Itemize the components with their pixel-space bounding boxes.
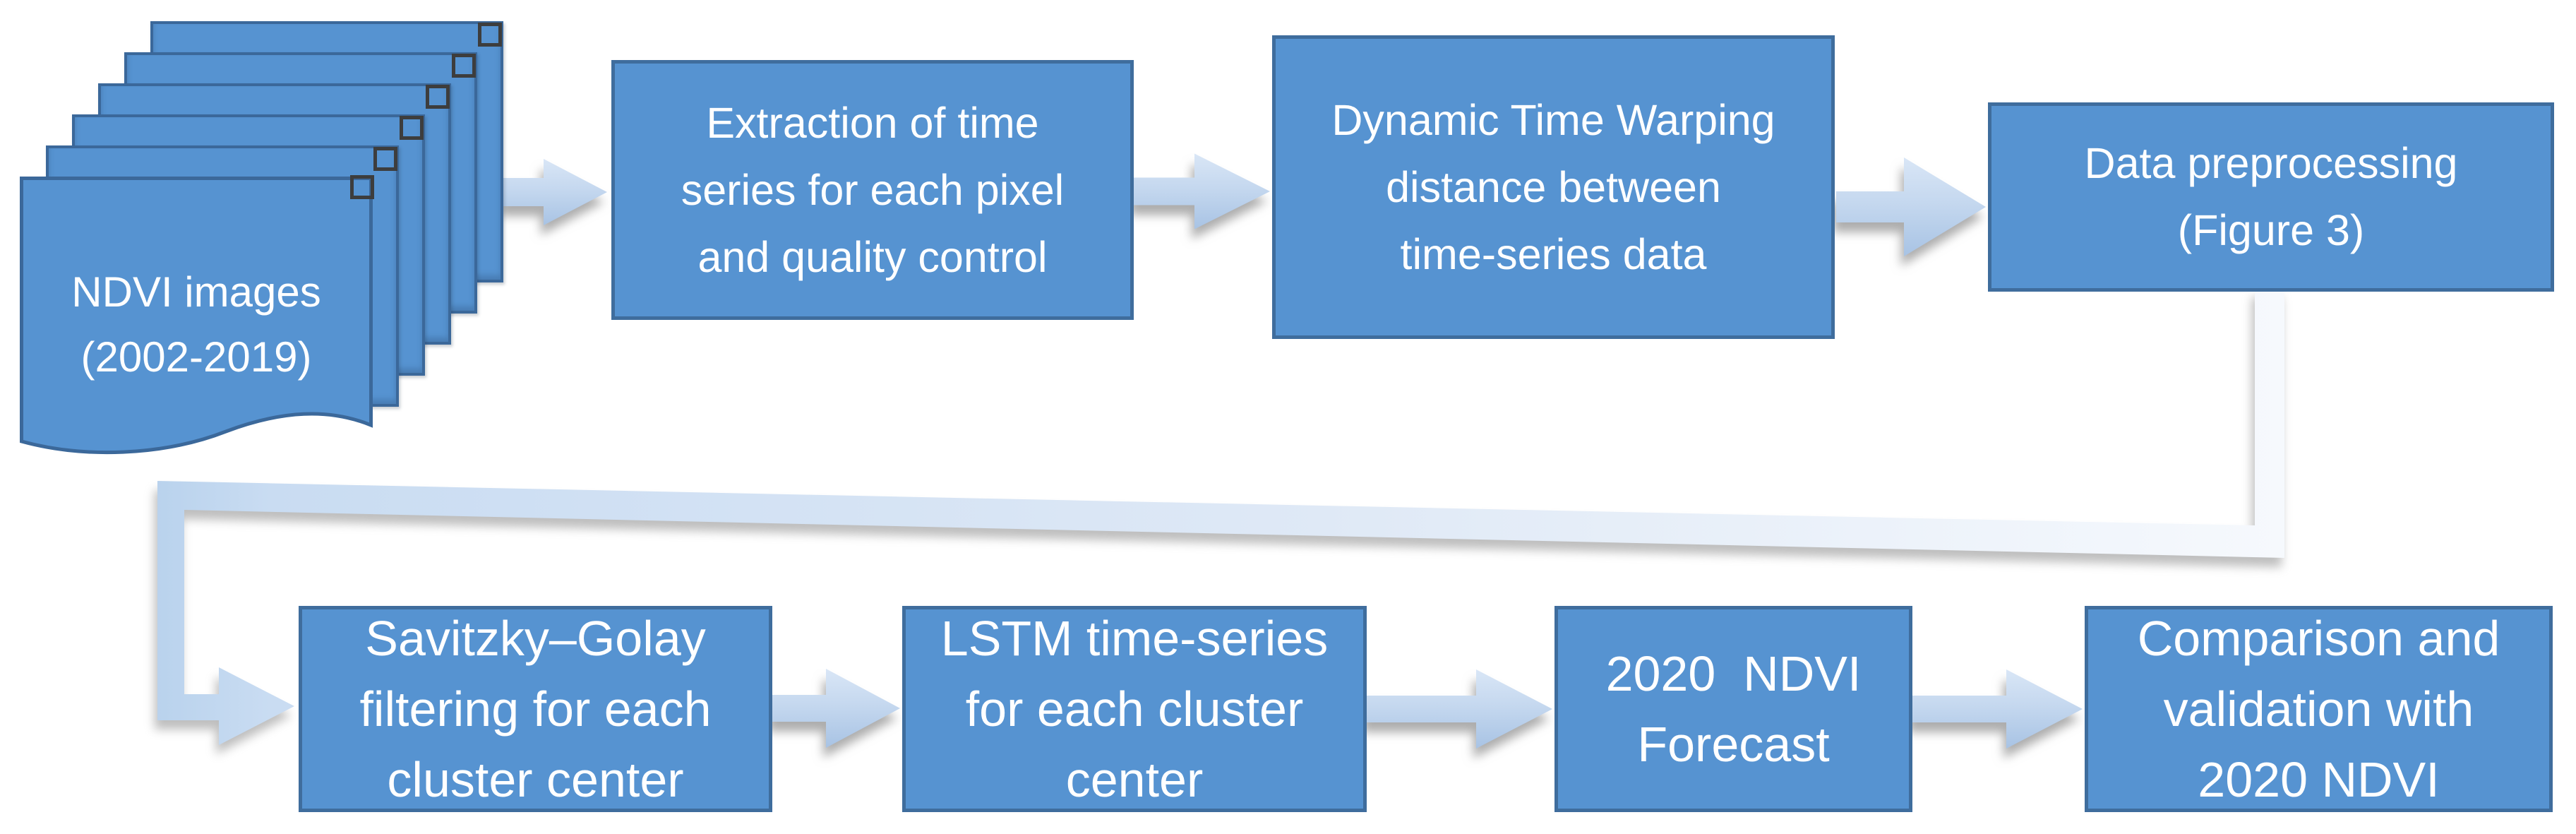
flow-box-label: Data preprocessing (Figure 3) — [2085, 130, 2458, 264]
page-corner-square-icon — [400, 116, 424, 140]
arrow-forecast-to-comparison — [1911, 669, 2083, 749]
flow-box-label-line: center — [1065, 752, 1204, 807]
flow-box-label-line: Forecast — [1637, 717, 1830, 772]
arrow-stack-to-extraction — [503, 159, 607, 225]
stack-label-line: NDVI images — [71, 268, 321, 316]
flow-box-label: Comparison and validation with 2020 NDVI — [2138, 603, 2500, 815]
flow-box-label: Savitzky–Golay filtering for each cluster … — [359, 603, 711, 815]
page-corner-square-icon — [350, 175, 374, 199]
flow-box-label-line: Savitzky–Golay — [365, 611, 706, 666]
flow-box-label-line: series for each pixel — [681, 165, 1065, 214]
flow-box-label: LSTM time-series for each cluster center — [941, 603, 1328, 815]
flow-box-dtw: Dynamic Time Warping distance between time… — [1272, 35, 1835, 339]
flow-box-label-line: LSTM time-series — [940, 611, 1329, 666]
flow-box-label-line: Comparison and — [2137, 611, 2500, 666]
page-corner-square-icon — [426, 85, 450, 109]
document-page-front: NDVI images (2002-2019) — [20, 175, 374, 473]
flow-box-comparison: Comparison and validation with 2020 NDVI — [2085, 606, 2553, 812]
flow-box-lstm: LSTM time-series for each cluster center — [902, 606, 1367, 812]
flow-box-label-line: filtering for each — [359, 681, 712, 737]
flow-box-label-line: Dynamic Time Warping — [1331, 95, 1775, 144]
document-shape — [20, 177, 373, 455]
page-corner-square-icon — [452, 54, 476, 78]
flow-box-label: 2020 NDVI Forecast — [1606, 638, 1862, 780]
flow-box-label-line: time-series data — [1400, 230, 1707, 278]
arrow-extraction-to-dtw — [1132, 153, 1270, 230]
flow-box-extraction: Extraction of time series for each pixel a… — [611, 60, 1134, 320]
arrow-savgol-to-lstm — [771, 669, 900, 748]
flow-box-savgol: Savitzky–Golay filtering for each cluster … — [299, 606, 772, 812]
flow-box-label-line: for each cluster — [965, 681, 1304, 737]
flow-box-label-line: 2020 NDVI — [2198, 752, 2440, 807]
flow-box-label-line: 2020 NDVI — [1605, 646, 1862, 701]
flow-box-forecast: 2020 NDVI Forecast — [1554, 606, 1912, 812]
arrow-lstm-to-forecast — [1365, 669, 1552, 749]
stack-label-line: (2002-2019) — [80, 333, 312, 381]
page-corner-square-icon — [373, 147, 397, 171]
stack-label: NDVI images (2002-2019) — [20, 260, 373, 390]
flow-box-label-line: cluster center — [387, 752, 684, 807]
flow-box-label-line: distance between — [1386, 162, 1721, 211]
flow-box-label-line: and quality control — [697, 232, 1048, 281]
flow-box-label: Dynamic Time Warping distance between time… — [1331, 87, 1775, 288]
flow-box-label-line: validation with — [2163, 681, 2474, 737]
arrow-dtw-to-preprocessing — [1836, 157, 1986, 256]
flow-box-label-line: (Figure 3) — [2177, 206, 2365, 254]
flow-box-label-line: Data preprocessing — [2084, 139, 2458, 187]
flow-box-preprocessing: Data preprocessing (Figure 3) — [1988, 102, 2554, 292]
flow-box-label: Extraction of time series for each pixel a… — [681, 90, 1064, 291]
flow-box-label-line: Extraction of time — [706, 98, 1039, 147]
page-corner-square-icon — [478, 23, 502, 47]
